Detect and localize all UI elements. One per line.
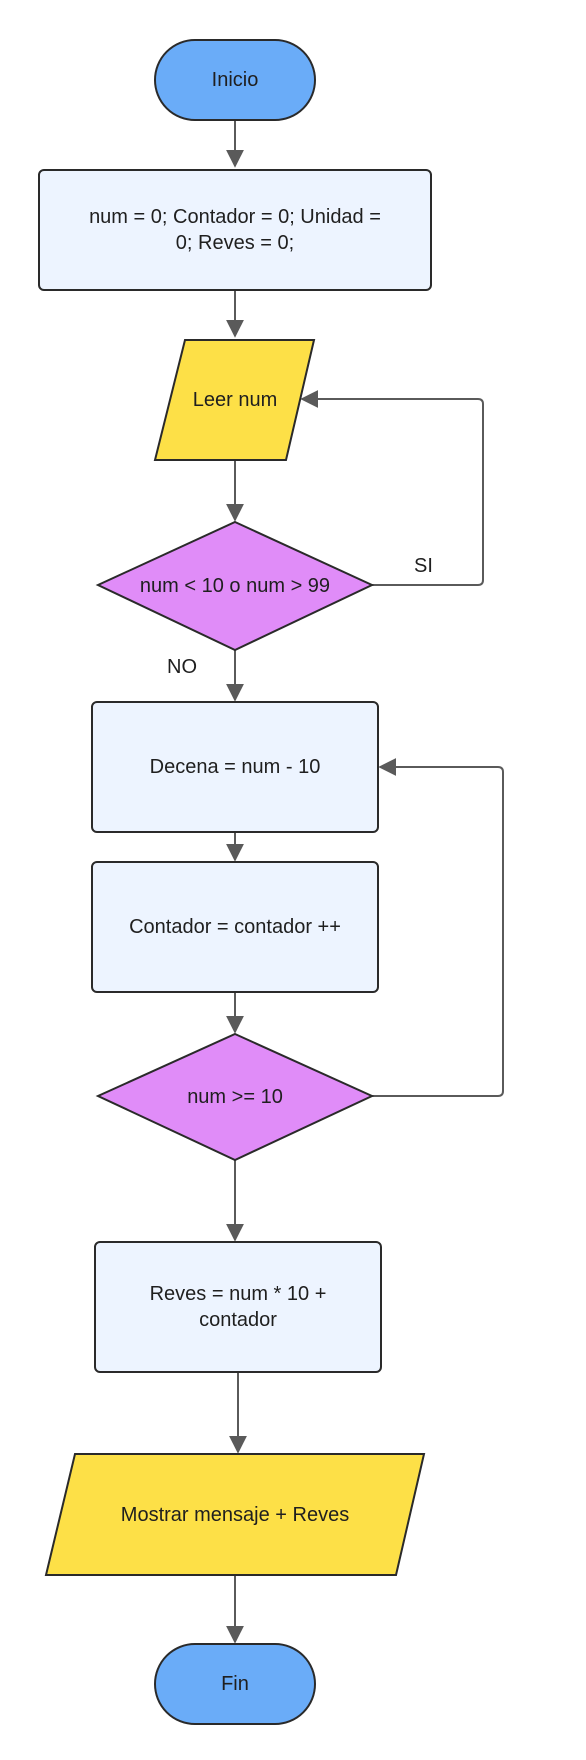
mostrar-io-shape [44, 1453, 426, 1576]
init-label: num = 0; Contador = 0; Unidad = 0; Reves… [89, 206, 381, 254]
cond2-label: num >= 10 [187, 1086, 283, 1108]
contador-label: Contador = contador ++ [129, 916, 341, 938]
init-process-box [38, 169, 432, 291]
contador-process-box [91, 861, 379, 993]
inicio-terminal [154, 39, 316, 121]
cond1-label: num < 10 o num > 99 [139, 575, 331, 597]
edge-label-si: SI [414, 555, 433, 577]
reves-process-box [94, 1241, 382, 1373]
leer-label: Leer num [192, 389, 278, 411]
edge-label-no: NO [167, 656, 197, 678]
cond1-decision [95, 520, 375, 652]
fin-label: Fin [221, 1673, 249, 1695]
reves-label: Reves = num * 10 + contador [149, 1283, 327, 1331]
leer-io-shape [153, 339, 316, 461]
decena-process-box [91, 701, 379, 833]
arrow-cond2-loop [372, 758, 504, 1097]
mostrar-label: Mostrar mensaje + Reves [120, 1503, 350, 1526]
fin-terminal [154, 1643, 316, 1725]
cond2-decision [95, 1032, 375, 1162]
inicio-label: Inicio [211, 69, 259, 91]
decena-label: Decena = num - 10 [149, 756, 321, 778]
arrow-cond1-si-loop [300, 390, 484, 586]
